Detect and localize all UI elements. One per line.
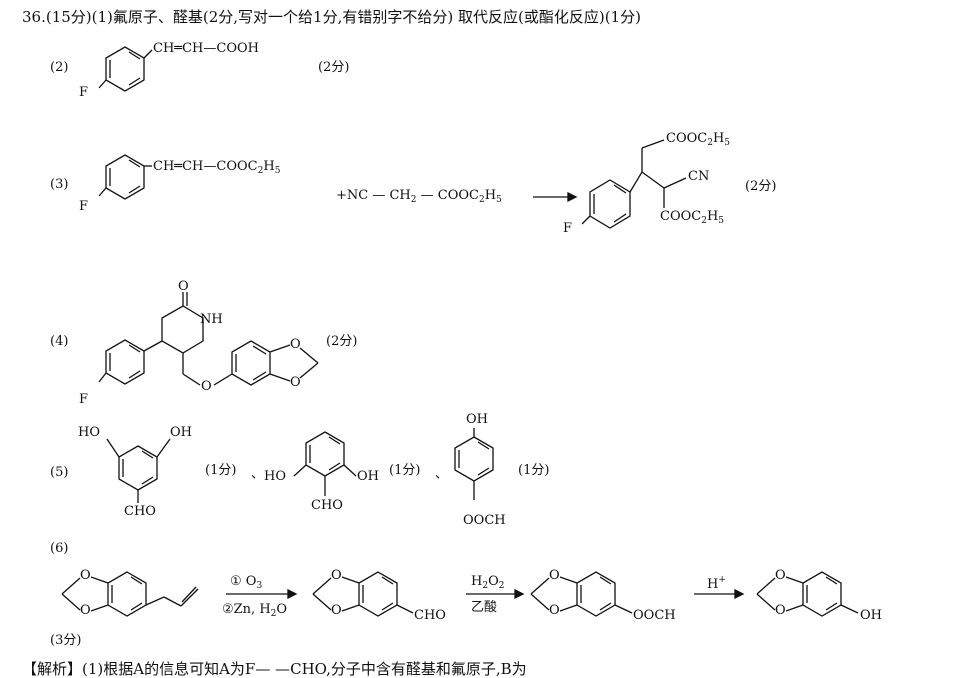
part5-separator-2: 、: [435, 467, 449, 482]
part3-bottom-group: COOC2H5: [660, 209, 725, 226]
part5-isomer1-oh: OH: [170, 425, 192, 440]
part4-score: (2分): [326, 334, 358, 349]
part6-m3-oocH: OOCH: [633, 608, 676, 623]
part3-chain: CH═CH—COOC2H5: [153, 159, 281, 176]
part2-score: (2分): [318, 60, 350, 75]
part6-m2-o-top: O: [331, 568, 342, 583]
part6-step1-bottom: ②Zn, H2O: [222, 602, 288, 619]
part6-m4-o-bottom: O: [775, 603, 786, 618]
part5-score-1: (1分): [205, 463, 237, 478]
part6-m3-o-bottom: O: [549, 603, 560, 618]
part6-m1-o-bottom: O: [80, 603, 91, 618]
part6-m2-o-bottom: O: [331, 603, 342, 618]
part2-label: (2): [50, 60, 69, 75]
part6-step2-top: H2O2: [471, 574, 505, 591]
part3-score: (2分): [745, 179, 777, 194]
part6-score: (3分): [50, 633, 82, 648]
part6-step3-top: H+: [707, 575, 726, 592]
part5-isomer1-cho: CHO: [124, 504, 156, 519]
part6-m4-o-top: O: [775, 568, 786, 583]
part5-label: (5): [50, 465, 69, 480]
part4-dioxole-o-top: O: [290, 337, 301, 352]
part4-nh: NH: [200, 312, 223, 327]
part5-score-2: (1分): [389, 463, 421, 478]
part5-isomer3-oocH: OOCH: [463, 513, 506, 528]
part3-cn: CN: [688, 169, 710, 184]
part6-step1-top: ① O3: [230, 574, 263, 591]
part5-isomer3-oh: OH: [466, 412, 488, 427]
footer-partial-line: 【解析】(1)根据A的信息可知A为F— —CHO,分子中含有醛基和氟原子,B为: [22, 660, 527, 678]
part2-fluorine: F: [79, 85, 89, 100]
part3-label: (3): [50, 177, 69, 192]
part6-step2-bottom: 乙酸: [471, 600, 498, 615]
part5-isomer1-ho: HO: [78, 425, 100, 440]
part2-chain: CH═CH—COOH: [153, 41, 259, 56]
part3-product-fluorine: F: [563, 221, 573, 236]
part6-label: (6): [50, 541, 69, 556]
part4-ether-o: O: [201, 379, 212, 394]
part4-fluorine: F: [79, 392, 89, 407]
part5-score-3: (1分): [518, 463, 550, 478]
part5-isomer2-ho: HO: [264, 469, 286, 484]
part6-m3-o-top: O: [549, 568, 560, 583]
part6-m4-oh: OH: [860, 608, 882, 623]
part4-label: (4): [50, 334, 69, 349]
part3-top-group: COOC2H5: [666, 131, 731, 148]
part4-carbonyl-o: O: [178, 279, 189, 294]
part4-dioxole-o-bottom: O: [290, 375, 301, 390]
part3-fluorine: F: [79, 199, 89, 214]
part6-m2-cho: CHO: [414, 608, 446, 623]
part5-isomer2-oh: OH: [357, 469, 379, 484]
part6-m1-o-top: O: [80, 568, 91, 583]
part3-reagent: +NC — CH2 — COOC2H5: [336, 188, 502, 205]
header-line: 36.(15分)(1)氟原子、醛基(2分,写对一个给1分,有错别字不给分) 取代…: [22, 8, 641, 26]
part5-separator-1: 、: [251, 467, 265, 482]
part5-isomer2-cho: CHO: [311, 498, 343, 513]
